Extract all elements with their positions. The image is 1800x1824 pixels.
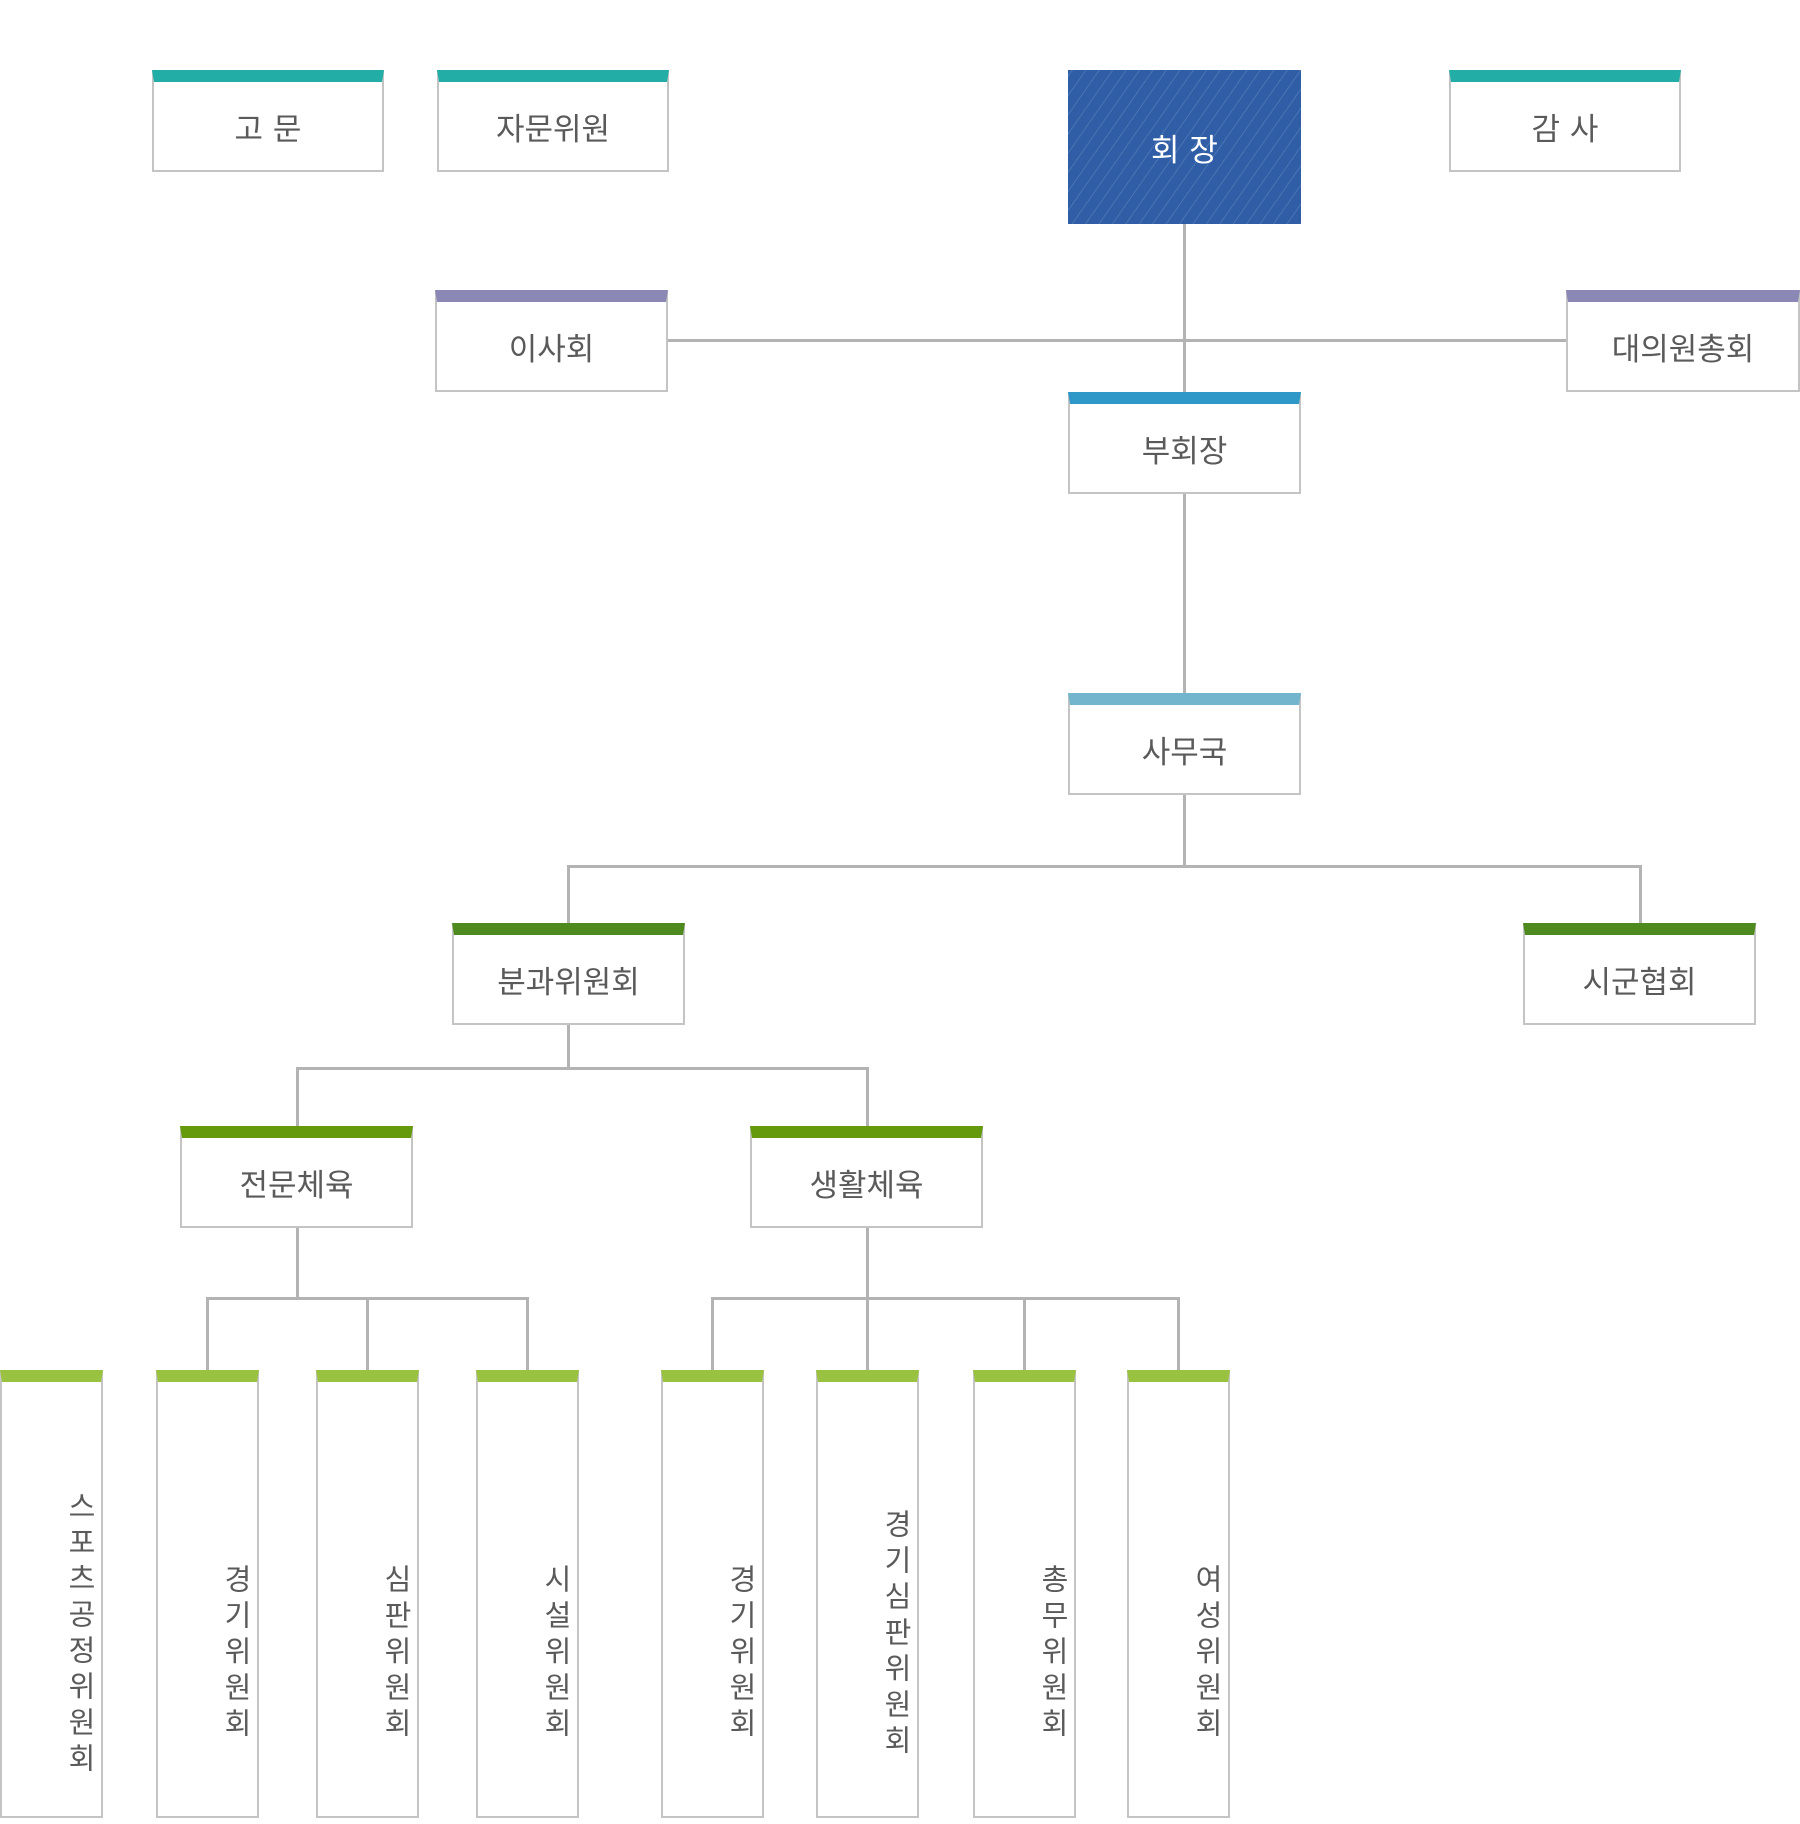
women-committee-box: 여성위원회 bbox=[1127, 1370, 1230, 1818]
subcommittees-box: 분과위원회 bbox=[452, 923, 685, 1025]
secretariat-box: 사무국 bbox=[1068, 693, 1301, 795]
connector-line bbox=[1177, 1297, 1180, 1371]
connector-line bbox=[296, 1067, 869, 1070]
connector-line bbox=[567, 865, 570, 924]
committee-label: 심판위원회 bbox=[379, 1564, 413, 1744]
committee-label: 시설위원회 bbox=[539, 1564, 573, 1744]
advisory-members-box: 자문위원 bbox=[437, 70, 669, 172]
committee-label: 총무위원회 bbox=[1036, 1564, 1070, 1744]
city-county-box: 시군협회 bbox=[1523, 923, 1756, 1025]
competition-committee-box: 경기위원회 bbox=[156, 1370, 259, 1818]
connector-line bbox=[711, 1297, 1180, 1300]
connector-line bbox=[1183, 222, 1186, 392]
board-box: 이사회 bbox=[435, 290, 668, 392]
committee-label: 여성위원회 bbox=[1190, 1564, 1224, 1744]
elite-sports-box: 전문체육 bbox=[180, 1126, 413, 1228]
committee-label: 경기위원회 bbox=[724, 1564, 758, 1744]
connector-line bbox=[567, 1023, 570, 1069]
connector-line bbox=[711, 1297, 714, 1371]
competition-referee-committee-box: 경기심판위원회 bbox=[816, 1370, 919, 1818]
connector-line bbox=[1639, 865, 1642, 924]
connector-line bbox=[567, 865, 1642, 868]
connector-line bbox=[1183, 793, 1186, 867]
general-affairs-committee-box: 총무위원회 bbox=[973, 1370, 1076, 1818]
connector-line bbox=[1183, 492, 1186, 695]
connector-line bbox=[526, 1297, 529, 1371]
committee-label: 경기심판위원회 bbox=[879, 1509, 913, 1761]
advisor-box: 고 문 bbox=[152, 70, 384, 172]
referee-committee-box: 심판위원회 bbox=[316, 1370, 419, 1818]
connector-line bbox=[206, 1297, 209, 1371]
president-box: 회 장 bbox=[1068, 70, 1301, 224]
connector-line bbox=[668, 339, 1568, 342]
committee-label: 스포츠공정위원회 bbox=[63, 1491, 97, 1779]
connector-line bbox=[296, 1067, 299, 1127]
vice-president-box: 부회장 bbox=[1068, 392, 1301, 494]
connector-line bbox=[296, 1226, 299, 1299]
lifestyle-sports-box: 생활체육 bbox=[750, 1126, 983, 1228]
auditor-box: 감 사 bbox=[1449, 70, 1681, 172]
sports-fairness-committee-box: 스포츠공정위원회 bbox=[0, 1370, 103, 1818]
connector-line bbox=[366, 1297, 369, 1371]
facilities-committee-box: 시설위원회 bbox=[476, 1370, 579, 1818]
general-assembly-box: 대의원총회 bbox=[1566, 290, 1800, 392]
competition-committee-box: 경기위원회 bbox=[661, 1370, 764, 1818]
connector-line bbox=[866, 1067, 869, 1127]
committee-label: 경기위원회 bbox=[219, 1564, 253, 1744]
connector-line bbox=[1023, 1297, 1026, 1371]
